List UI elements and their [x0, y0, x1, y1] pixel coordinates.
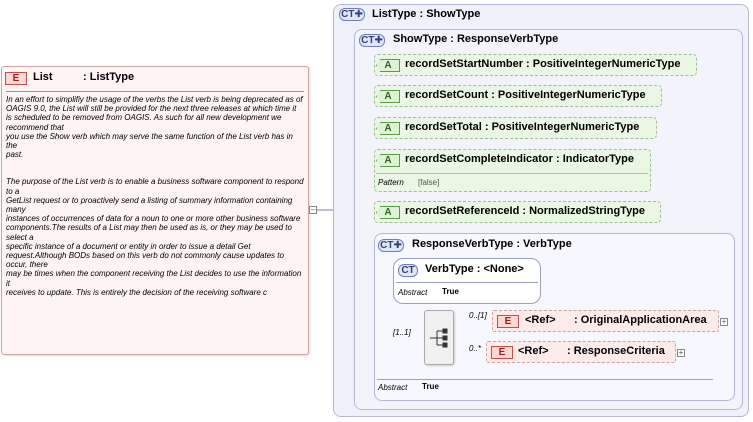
attribute-tag-icon: A [376, 154, 400, 167]
ref-response-criteria-box[interactable] [486, 341, 676, 363]
attribute-label: recordSetTotal : PositiveIntegerNumericT… [405, 121, 640, 133]
ref-multiplicity: 0..[1] [469, 311, 487, 320]
abstract-value: True [442, 287, 459, 296]
ref-label: <Ref> [525, 314, 556, 326]
attribute-tag-icon: A [376, 90, 400, 103]
attribute-label: recordSetReferenceId : NormalizedStringT… [405, 205, 646, 217]
facet-value: [false] [418, 178, 440, 187]
abstract-key: Abstract [378, 383, 408, 392]
documentation-paragraph-1: In an effort to simplifiy the usage of t… [6, 95, 303, 160]
minus-icon[interactable]: – [309, 205, 317, 214]
ref-name: : ResponseCriteria [567, 345, 665, 357]
element-tag-icon: E [5, 72, 27, 85]
attribute-record-set-reference-id[interactable] [374, 201, 661, 223]
complex-type-icon: CT [398, 264, 418, 277]
show-type-title: ShowType : ResponseVerbType [393, 33, 559, 45]
attribute-record-set-total[interactable] [374, 117, 657, 139]
list-element-name: List [33, 71, 53, 83]
list-element-divider [6, 91, 304, 92]
plus-icon[interactable]: + [720, 317, 728, 326]
complex-type-icon: CT✚ [359, 34, 385, 47]
sequence-icon [430, 328, 448, 348]
response-verb-type-divider [377, 379, 713, 380]
attribute-tag-icon: A [376, 206, 400, 219]
attribute-label: recordSetCompleteIndicator : IndicatorTy… [405, 153, 635, 165]
ref-label: <Ref> [518, 345, 549, 357]
verb-type-title: VerbType : <None> [425, 263, 524, 275]
verb-type-divider [396, 282, 538, 283]
list-element-box[interactable] [1, 66, 309, 355]
attribute-record-set-count[interactable] [374, 85, 662, 107]
attribute-record-set-start-number[interactable] [374, 54, 697, 76]
list-documentation: In an effort to simplifiy the usage of t… [6, 95, 306, 297]
abstract-key: Abstract [398, 288, 428, 297]
verb-type-box[interactable] [393, 258, 541, 304]
attribute-tag-icon: A [376, 59, 400, 72]
attribute-record-set-complete-indicator[interactable] [374, 149, 651, 192]
complex-type-icon: CT✚ [378, 239, 404, 252]
ref-original-application-area-box[interactable] [492, 310, 719, 332]
attribute-label: recordSetCount : PositiveIntegerNumericT… [405, 89, 646, 101]
element-tag-icon: E [491, 346, 513, 359]
plus-icon[interactable]: + [677, 348, 685, 357]
documentation-paragraph-2: The purpose of the List verb is to enabl… [6, 177, 304, 297]
attribute-tag-icon: A [376, 122, 400, 135]
ref-name: : OriginalApplicationArea [574, 314, 707, 326]
ref-multiplicity: 0..* [469, 344, 482, 353]
attribute-label: recordSetStartNumber : PositiveIntegerNu… [405, 58, 681, 70]
complex-type-icon: CT✚ [339, 8, 365, 21]
facet-key: Pattern [378, 178, 404, 187]
list-element-type: : ListType [83, 71, 135, 83]
abstract-value: True [422, 382, 439, 391]
attribute-divider [376, 173, 648, 174]
list-type-title: ListType : ShowType [372, 8, 481, 20]
element-tag-icon: E [497, 315, 519, 328]
response-verb-type-title: ResponseVerbType : VerbType [412, 238, 572, 250]
sequence-multiplicity: [1..1] [393, 328, 411, 337]
